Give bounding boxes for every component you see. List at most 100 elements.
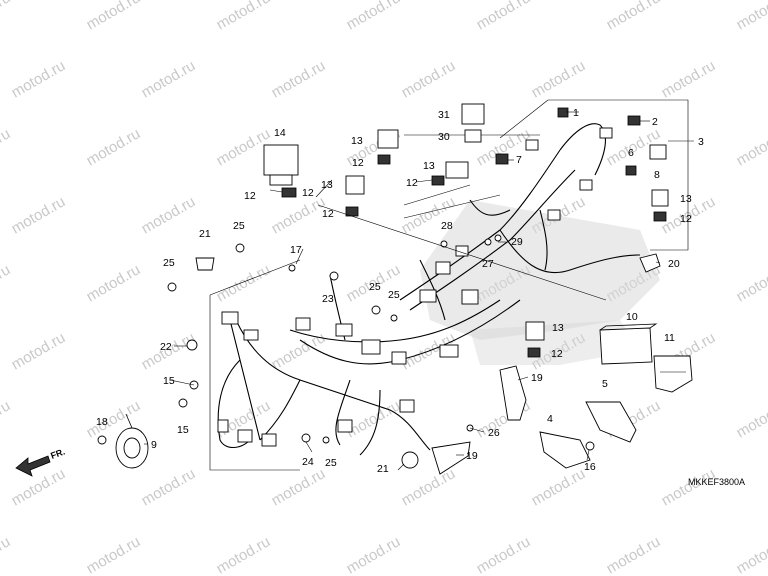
callout-3: 3 (698, 136, 704, 148)
callout-8: 8 (654, 169, 660, 181)
callout-11: 11 (664, 332, 675, 344)
watermark-text: motod.ru (139, 193, 199, 237)
watermark-text: motod.ru (269, 465, 329, 509)
watermark-text: motod.ru (734, 533, 768, 576)
watermark-text: motod.ru (734, 125, 768, 169)
callout-9: 9 (151, 439, 157, 451)
watermark-text: motod.ru (659, 57, 719, 101)
relay-31 (461, 103, 485, 125)
callout-14: 14 (274, 127, 286, 139)
connector-1 (557, 107, 569, 118)
callout-13: 13 (351, 135, 363, 147)
bolts (97, 234, 595, 451)
callout-13: 13 (552, 322, 564, 334)
connector-6 (625, 165, 637, 176)
watermark-text: motod.ru (269, 193, 329, 237)
watermark-text: motod.ru (604, 0, 664, 33)
callout-13: 13 (423, 160, 435, 172)
watermark-text: motod.ru (84, 533, 144, 576)
callout-12: 12 (322, 208, 334, 220)
watermark-text: motod.ru (0, 261, 13, 305)
callout-17: 17 (290, 244, 302, 256)
callout-25: 25 (388, 289, 400, 301)
callout-23: 23 (322, 293, 334, 305)
ring-21-lower (401, 451, 419, 469)
watermark-text: motod.ru (0, 0, 13, 33)
callout-29: 29 (511, 236, 523, 248)
watermark-text: motod.ru (139, 465, 199, 509)
callout-18: 18 (96, 416, 108, 428)
callout-25: 25 (325, 457, 337, 469)
watermark-text: motod.ru (214, 533, 274, 576)
watermark-text: motod.ru (529, 465, 589, 509)
watermark-text: motod.ru (734, 0, 768, 33)
callout-16: 16 (584, 461, 596, 473)
bracket-5 (585, 401, 637, 443)
callout-5: 5 (602, 378, 608, 390)
callout-12: 12 (406, 177, 418, 189)
watermark-text: motod.ru (84, 0, 144, 33)
watermark-text: motod.ru (269, 57, 329, 101)
watermark-text: motod.ru (9, 193, 69, 237)
callout-13: 13 (680, 193, 692, 205)
group-frames (209, 99, 689, 471)
callout-labels: 1 2 3 4 5 6 7 8 9 10 11 12 12 12 12 12 1… (49, 107, 745, 487)
callout-27: 27 (482, 258, 494, 270)
front-label: FR. (49, 447, 66, 461)
watermark-text: motod.ru (84, 261, 144, 305)
callout-30: 30 (438, 131, 450, 143)
watermark-text: motod.ru (734, 397, 768, 441)
band-19-b (431, 441, 471, 475)
relay-13-a (377, 129, 399, 149)
front-arrow (15, 455, 51, 477)
watermark-text: motod.ru (604, 533, 664, 576)
connector-7 (495, 153, 509, 165)
watermark-text: motod.ru (344, 0, 404, 33)
watermark-text: motod.ru (529, 57, 589, 101)
connector-12-group (281, 154, 667, 358)
callout-25: 25 (369, 281, 381, 293)
callout-10: 10 (626, 311, 638, 323)
callout-21: 21 (377, 463, 389, 475)
callout-1: 1 (573, 107, 579, 119)
watermark-text: motod.ru (474, 533, 534, 576)
callout-21: 21 (199, 228, 211, 240)
horn-9 (115, 413, 149, 469)
relay-14 (263, 144, 299, 186)
callout-15: 15 (163, 375, 175, 387)
relay-13-b (345, 175, 365, 195)
callout-19: 19 (466, 450, 478, 462)
callout-12: 12 (551, 348, 563, 360)
watermark-text: motod.ru (399, 57, 459, 101)
harness-connectors (217, 127, 613, 447)
callout-28: 28 (441, 220, 453, 232)
callout-25: 25 (233, 220, 245, 232)
watermark-text: motod.ru (214, 0, 274, 33)
callout-31: 31 (438, 109, 450, 121)
relay-13-c (445, 161, 469, 179)
ecu-10 (599, 323, 658, 365)
watermark-text: motod.ru (84, 125, 144, 169)
callout-22: 22 (160, 341, 172, 353)
watermark-text: motod.ru (214, 261, 274, 305)
watermark-text: motod.ru (9, 465, 69, 509)
clip-20 (639, 253, 661, 273)
callout-26: 26 (488, 427, 500, 439)
callout-19: 19 (531, 372, 543, 384)
ecu-cover-11 (653, 355, 693, 393)
watermark-text: motod.ru (9, 329, 69, 373)
relay-13-d (525, 321, 545, 341)
callout-12: 12 (680, 213, 692, 225)
callout-4: 4 (547, 413, 553, 425)
relay-30 (464, 129, 482, 143)
callout-25: 25 (163, 257, 175, 269)
watermark-text: motod.ru (9, 57, 69, 101)
connector-8 (649, 144, 667, 160)
callout-2: 2 (652, 116, 658, 128)
main-wire-harness (217, 123, 641, 456)
watermark-text: motod.ru (734, 261, 768, 305)
watermark-text: motod.ru (344, 533, 404, 576)
